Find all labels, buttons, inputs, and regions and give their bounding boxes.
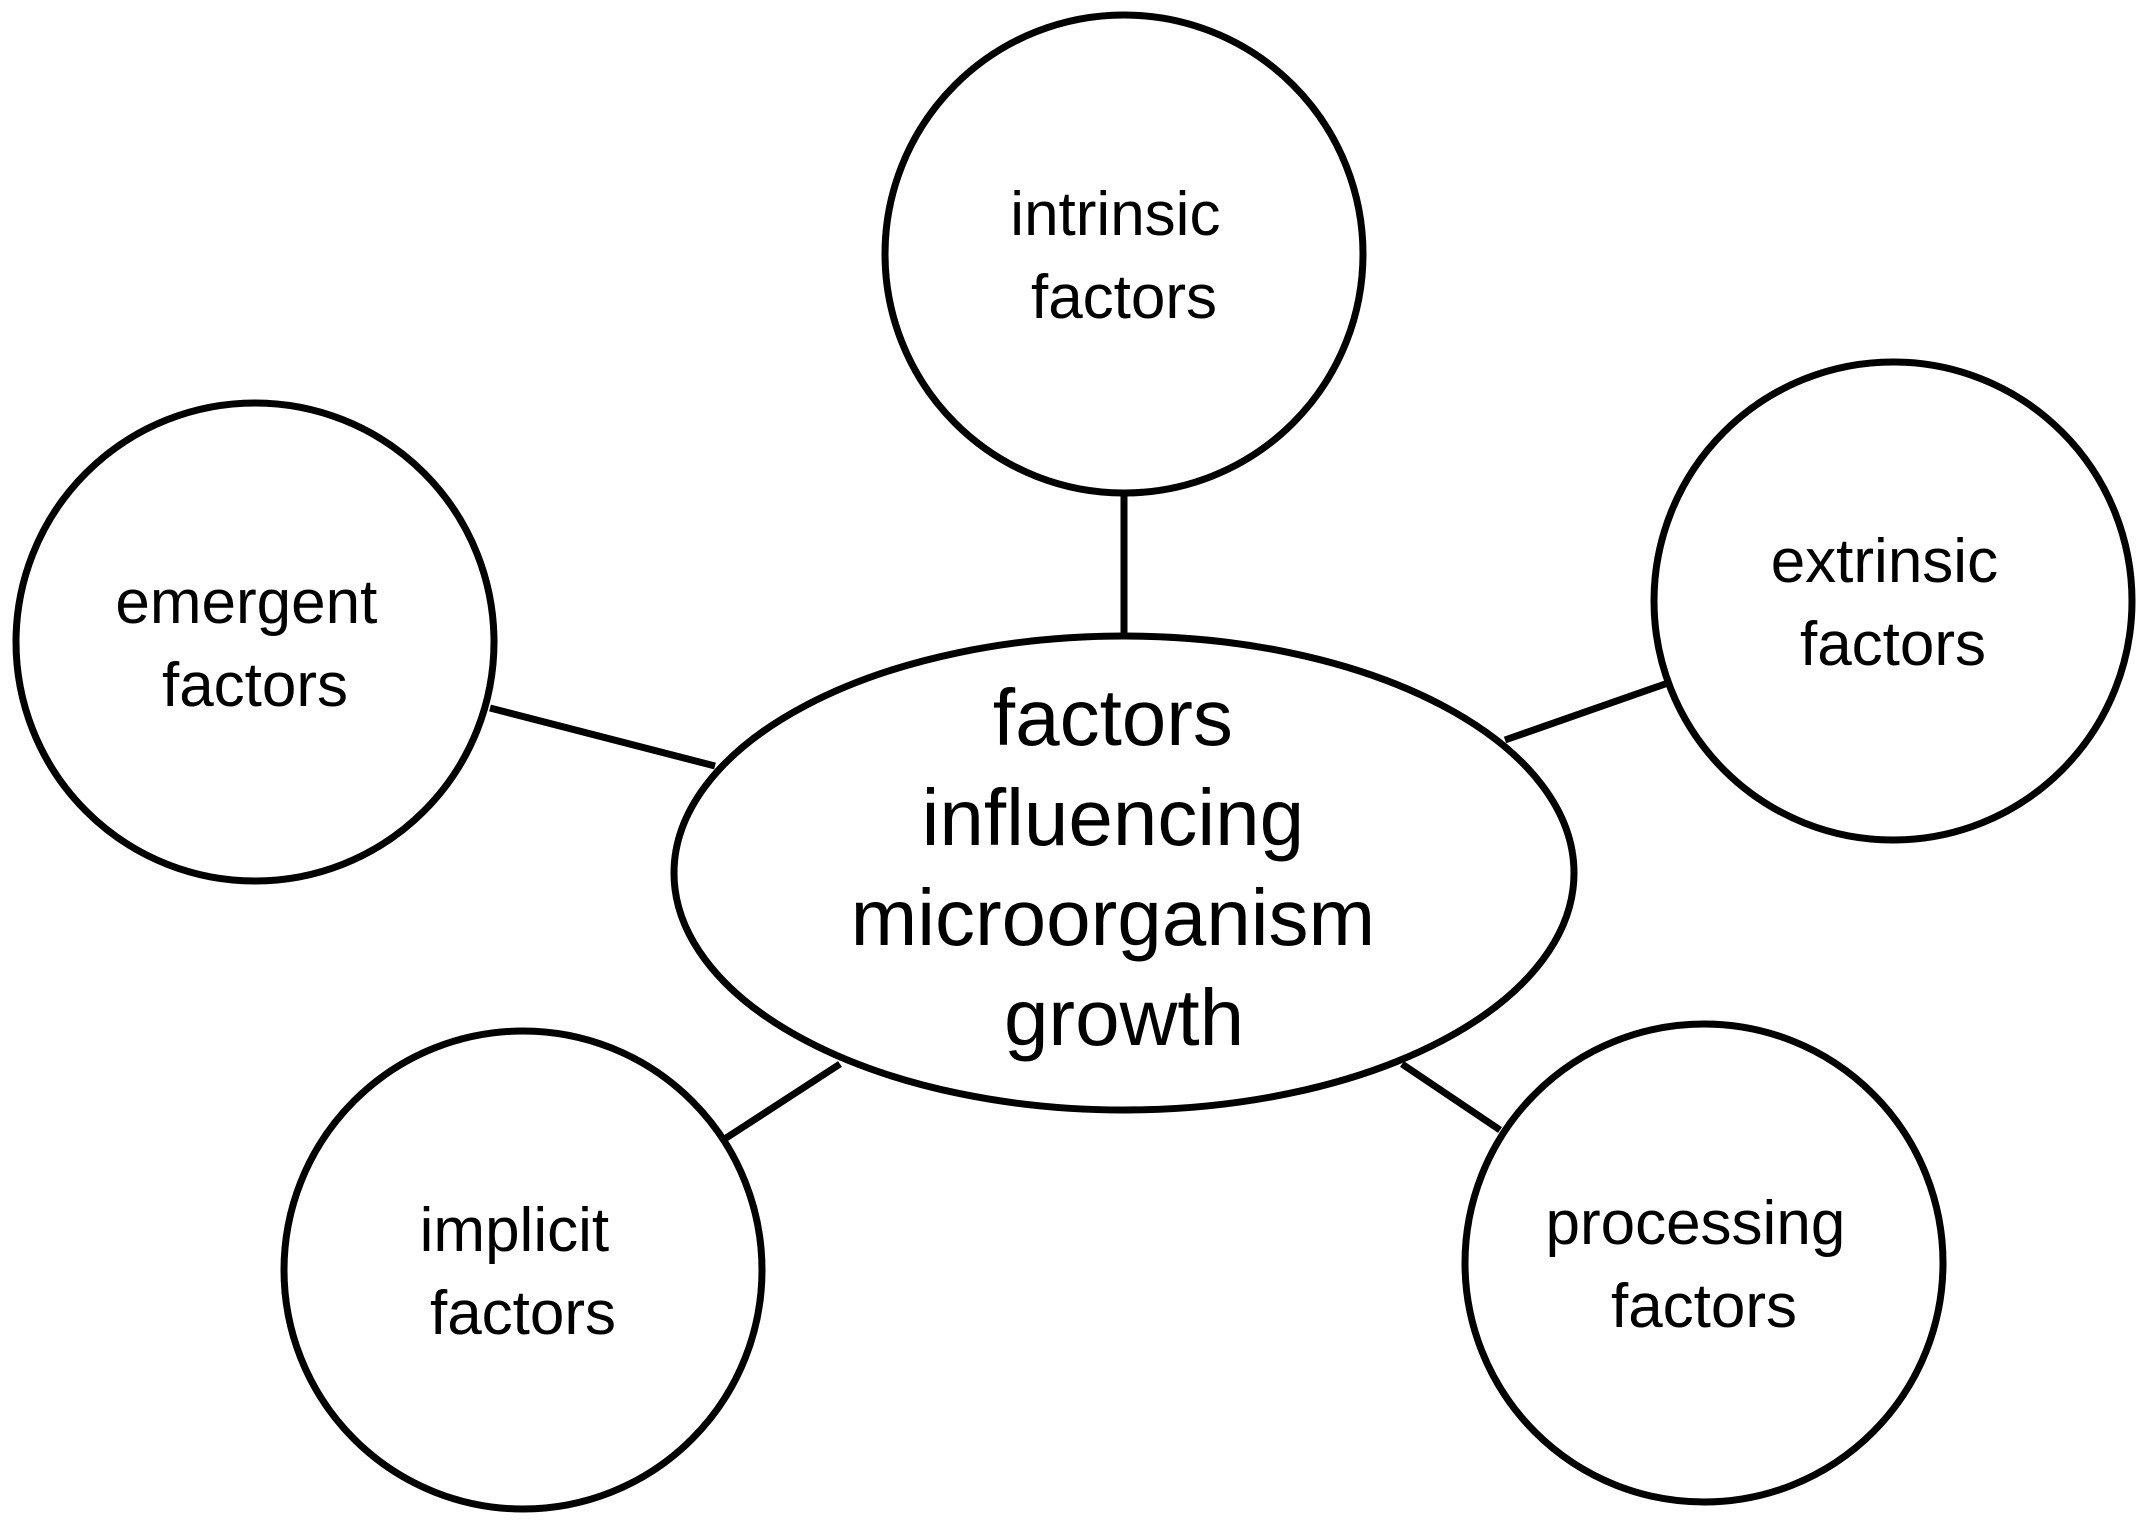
center-label-line: growth — [1004, 973, 1244, 1062]
node-intrinsic: intrinsic factors — [881, 11, 1367, 497]
edge-center-processing — [1400, 1061, 1502, 1133]
node-emergent: emergent factors — [12, 399, 498, 885]
center-label-line: influencing — [922, 773, 1305, 862]
edge-center-emergent — [489, 704, 716, 770]
center-node: factors influencing microorganism growth — [670, 632, 1578, 1114]
node-label-line: implicit — [420, 1196, 609, 1265]
node-label-line: factors — [1800, 610, 1986, 679]
node-label-line: processing — [1545, 1189, 1845, 1258]
node-label-line: emergent — [115, 568, 377, 637]
center-label-line: factors — [993, 673, 1233, 762]
node-processing-circle — [1461, 1020, 1947, 1506]
edge-center-implicit — [721, 1061, 842, 1143]
node-implicit-label: implicit factors — [420, 1196, 627, 1348]
node-emergent-circle — [12, 399, 498, 885]
node-processing: processing factors — [1461, 1020, 1947, 1506]
node-extrinsic: extrinsic factors — [1650, 358, 2136, 844]
node-intrinsic-label: intrinsic factors — [1010, 180, 1237, 332]
node-label-line: intrinsic — [1010, 180, 1220, 249]
node-label-line: factors — [430, 1279, 616, 1348]
connectors — [489, 496, 1670, 1143]
node-intrinsic-circle — [881, 11, 1367, 497]
node-processing-label: processing factors — [1545, 1189, 1862, 1341]
node-label-line: factors — [1611, 1272, 1797, 1341]
center-ellipse — [670, 632, 1578, 1114]
node-extrinsic-label: extrinsic factors — [1771, 527, 2016, 679]
node-implicit-circle — [280, 1027, 766, 1513]
node-extrinsic-circle — [1650, 358, 2136, 844]
edge-center-extrinsic — [1503, 679, 1670, 744]
center-label: factors influencing microorganism growth — [851, 673, 1398, 1062]
center-label-line: microorganism — [851, 873, 1376, 962]
node-label-line: extrinsic — [1771, 527, 1998, 596]
node-emergent-label: emergent factors — [115, 568, 394, 720]
node-label-line: factors — [1031, 263, 1217, 332]
node-implicit: implicit factors — [280, 1027, 766, 1513]
node-label-line: factors — [162, 651, 348, 720]
